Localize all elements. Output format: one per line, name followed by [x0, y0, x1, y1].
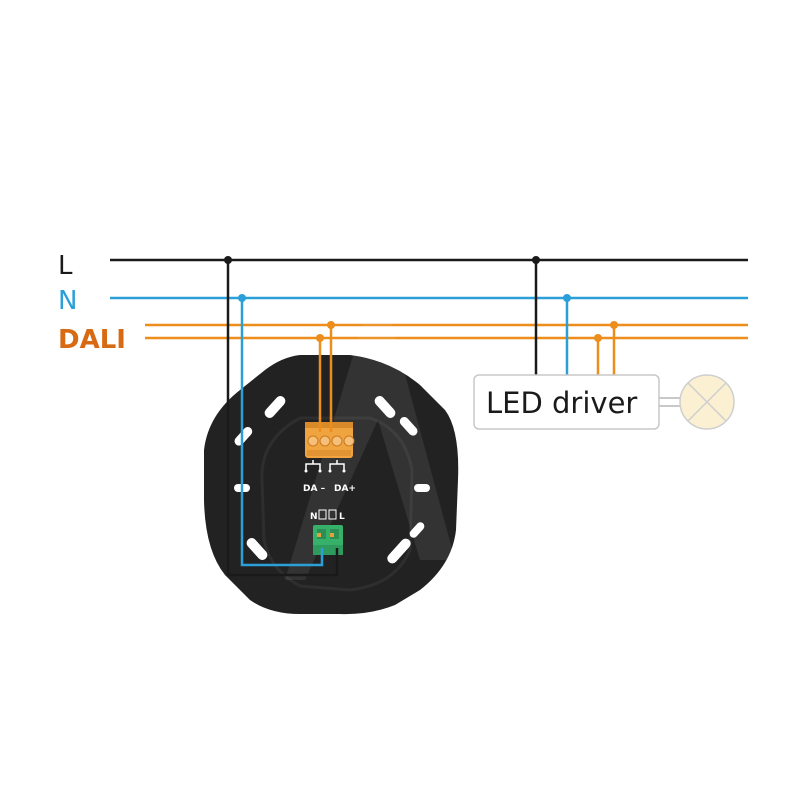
terminal-label-box-2	[328, 509, 337, 520]
terminal-label-box-1	[318, 509, 327, 520]
dali-module: DA – DA+ N L	[204, 300, 459, 615]
dali-bridge-marks	[305, 460, 345, 470]
lamp-icon	[679, 374, 735, 430]
junction-dali-module-1	[316, 334, 324, 342]
led-driver-box	[473, 374, 660, 430]
power-terminal-block	[313, 525, 343, 555]
junction-neutral-module	[238, 294, 246, 302]
terminal-label-n: N	[310, 512, 318, 522]
mount-slot-bottom-left	[246, 538, 268, 560]
junction-neutral-driver	[563, 294, 571, 302]
terminal-label-dali-plus: DA+	[334, 484, 356, 494]
bus-label-dali: DALI	[58, 325, 126, 355]
mount-slot-bottom-right	[387, 538, 411, 564]
mount-slot-bottom-right-2	[409, 522, 425, 538]
junction-live-module	[224, 256, 232, 264]
mount-slot-right	[414, 484, 430, 492]
mount-slot-top-left-2	[234, 427, 253, 446]
bus-label-l: L	[58, 251, 73, 281]
wire-live-module	[226, 260, 339, 577]
mount-slot-top-right-2	[399, 417, 418, 436]
bus-label-n: N	[58, 286, 77, 316]
junction-dali-driver-2	[610, 321, 618, 329]
mount-slot-top-right	[374, 396, 396, 418]
junction-dali-module-2	[327, 321, 335, 329]
mount-slot-top-left	[264, 396, 286, 418]
wire-neutral-module	[240, 298, 324, 567]
terminal-label-dali-minus: DA –	[303, 484, 326, 494]
watermark-shape	[285, 300, 455, 580]
junction-dali-driver-1	[594, 334, 602, 342]
led-driver-label: LED driver	[486, 386, 637, 420]
terminal-label-l: L	[339, 512, 345, 522]
module-inner-rim	[260, 416, 414, 592]
dali-terminal-block	[305, 422, 355, 458]
junction-live-driver	[532, 256, 540, 264]
